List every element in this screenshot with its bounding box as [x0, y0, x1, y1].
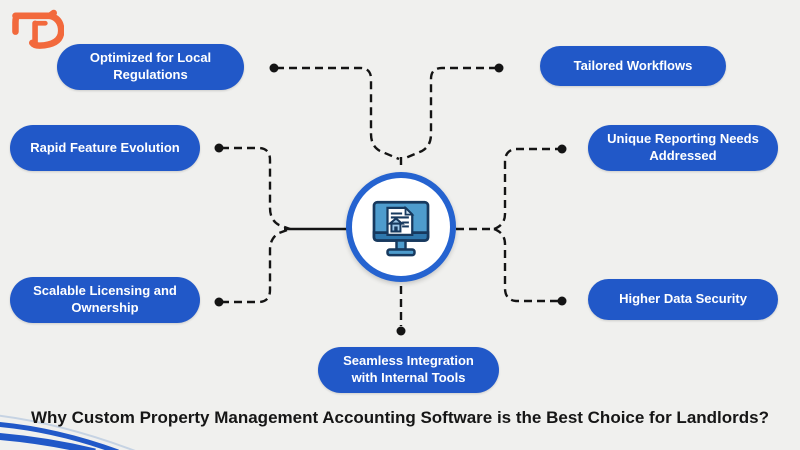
central-hub-circle	[346, 172, 456, 282]
node-unique-reporting-needs-addressed: Unique Reporting Needs Addressed	[588, 125, 778, 171]
monitor-document-house-icon	[372, 200, 430, 257]
node-rapid-feature-evolution: Rapid Feature Evolution	[10, 125, 200, 171]
node-scalable-licensing-and-ownership: Scalable Licensing and Ownership	[10, 277, 200, 323]
node-seamless-integration-with-internal-tools: Seamless Integration with Internal Tools	[318, 347, 499, 393]
page-title: Why Custom Property Management Accountin…	[30, 408, 769, 427]
node-higher-data-security: Higher Data Security	[588, 279, 778, 320]
brand-logo-icon	[12, 9, 64, 49]
node-optimized-for-local-regulations: Optimized for Local Regulations	[57, 44, 244, 90]
node-tailored-workflows: Tailored Workflows	[540, 46, 726, 86]
